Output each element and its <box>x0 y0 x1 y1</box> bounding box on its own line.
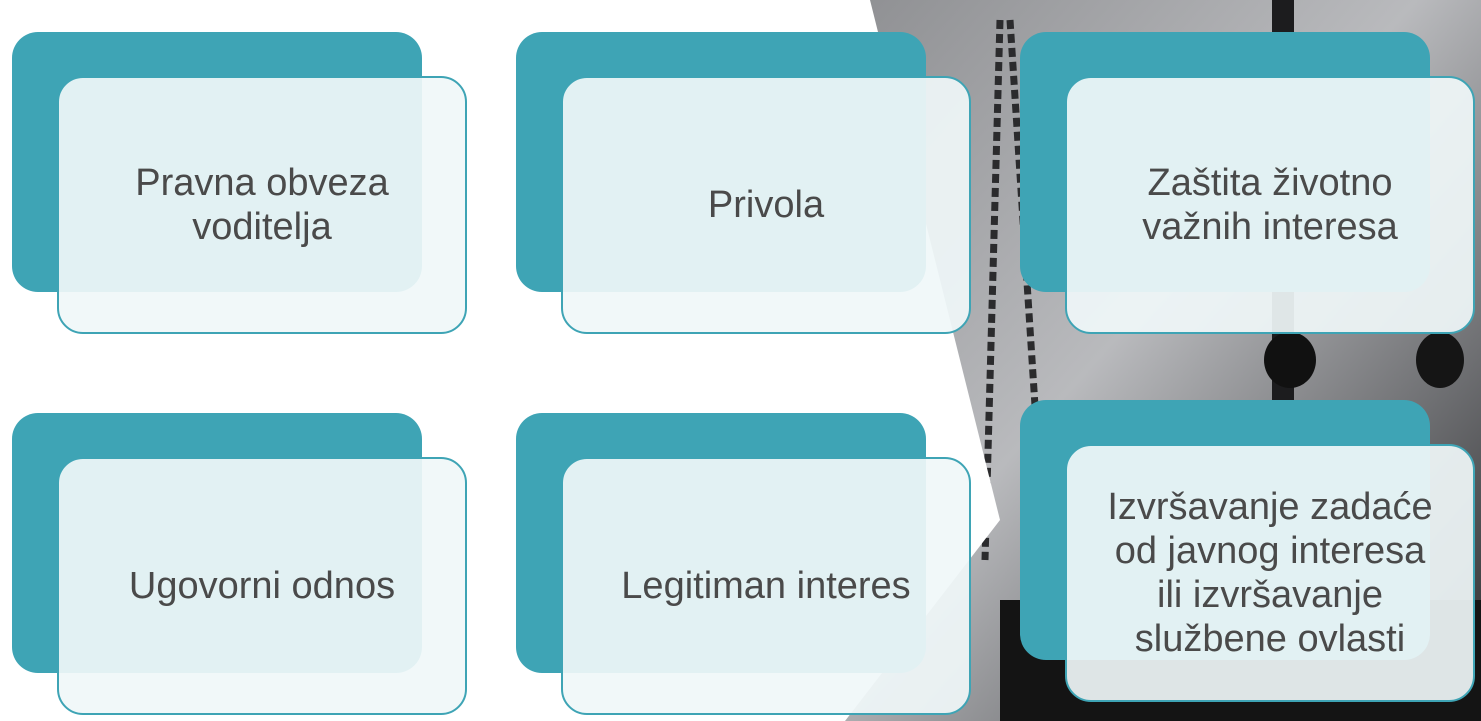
card-face: Privola <box>561 76 971 334</box>
card-izvrsavanje-zadace[interactable]: Izvršavanje zadaće od javnog interesa il… <box>1020 400 1478 706</box>
card-zastita-zivotno-vaznih-interesa[interactable]: Zaštita životno važnih interesa <box>1020 32 1478 338</box>
card-label: Privola <box>707 184 825 226</box>
card-legitiman-interes[interactable]: Legitiman interes <box>516 413 974 719</box>
card-label: Zaštita životno važnih interesa <box>1142 162 1398 248</box>
card-face: Pravna obveza voditelja <box>57 76 467 334</box>
card-face: Zaštita životno važnih interesa <box>1065 76 1475 334</box>
card-privola[interactable]: Privola <box>516 32 974 338</box>
card-label: Izvršavanje zadaće od javnog interesa il… <box>1107 486 1433 660</box>
card-face: Ugovorni odnos <box>57 457 467 715</box>
card-label: Legitiman interes <box>621 565 911 607</box>
card-label: Ugovorni odnos <box>128 565 396 607</box>
card-ugovorni-odnos[interactable]: Ugovorni odnos <box>12 413 470 719</box>
card-face: Legitiman interes <box>561 457 971 715</box>
card-pravna-obveza[interactable]: Pravna obveza voditelja <box>12 32 470 338</box>
card-face: Izvršavanje zadaće od javnog interesa il… <box>1065 444 1475 702</box>
card-label: Pravna obveza voditelja <box>135 162 389 248</box>
